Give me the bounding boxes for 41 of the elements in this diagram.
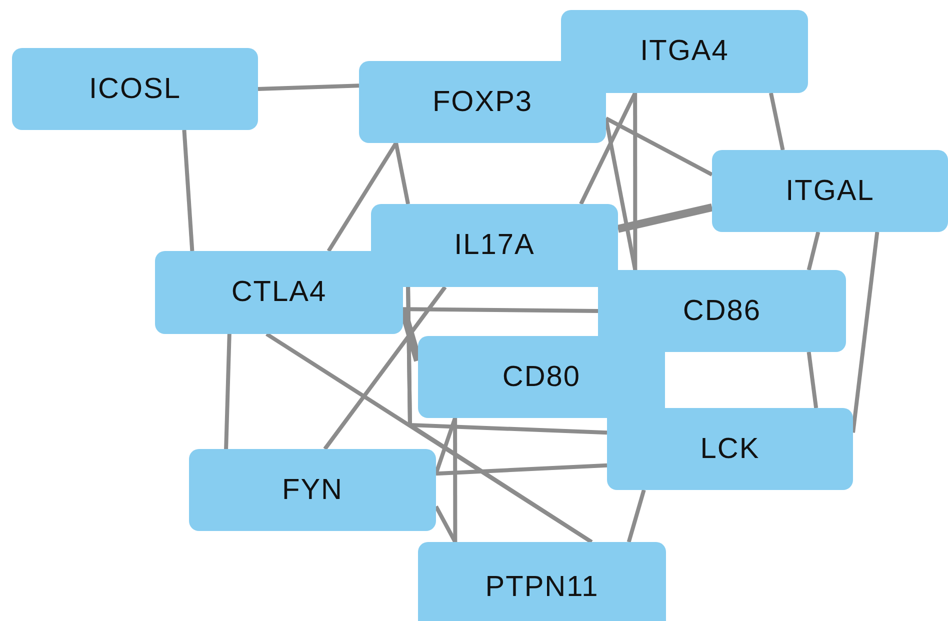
interaction-line [605,116,713,176]
interaction-line [402,307,598,313]
interaction-line [266,332,593,544]
gene-node-box [189,449,436,531]
interaction-line [626,489,646,543]
gene-node-box [418,542,666,621]
interaction-line [769,92,785,150]
interaction-line [453,418,458,542]
gene-label: CTLA4 [231,276,327,309]
interaction-line [394,142,410,204]
gene-label: ITGA4 [640,35,729,68]
interaction-line [617,204,713,233]
gene-label: ICOSL [88,72,182,106]
interaction-line [806,232,820,270]
interaction-line [633,93,638,270]
gene-label: PTPN11 [485,570,599,604]
interaction-line [436,463,608,476]
interaction-line [326,142,398,252]
gene-label: CD86 [682,294,762,328]
gene-node-box [371,204,618,287]
gene-node-box [561,10,808,93]
gene-label: FYN [282,474,343,506]
gene-node-box [598,270,846,352]
gene-label: LCK [700,432,760,466]
gene-node-box [155,251,403,334]
gene-label: ITGAL [786,174,874,208]
gene-node-box [607,408,853,490]
gene-label: IL17A [454,229,535,262]
gene-label: CD80 [502,360,581,394]
interaction-line [851,232,880,433]
gene-node-box [418,336,665,418]
interaction-line [224,334,232,450]
interaction-line [806,352,818,408]
gene-label: FOXP3 [432,86,533,118]
interaction-line [182,130,194,252]
interaction-line [406,286,608,435]
interaction-line [258,84,360,91]
gene-node-box [359,61,606,143]
interaction-line [323,286,447,450]
gene-node-box [712,150,948,232]
gene-node-box [12,48,258,130]
